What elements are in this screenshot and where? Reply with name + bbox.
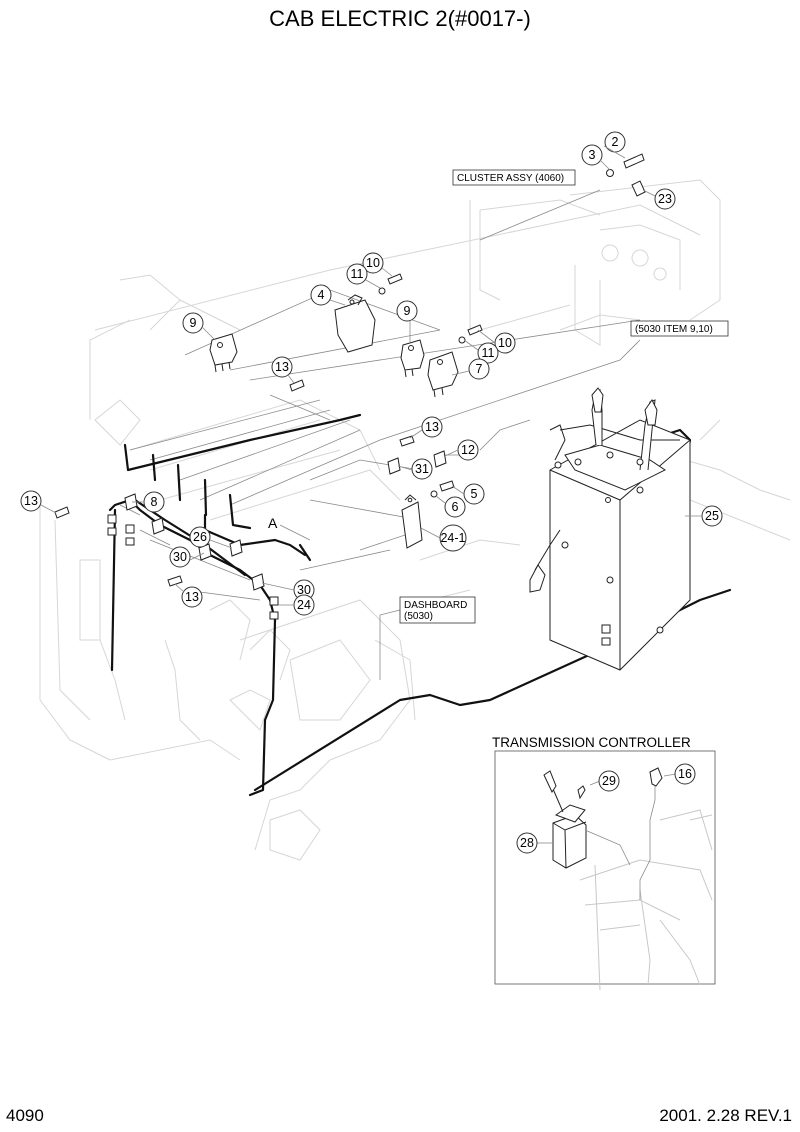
callout-5: 5: [463, 483, 485, 505]
callout-26: 26: [189, 526, 211, 548]
svg-text:13: 13: [275, 360, 289, 374]
callout-3: 3: [581, 144, 603, 166]
svg-text:11: 11: [482, 346, 495, 360]
relay-7: [427, 351, 459, 398]
svg-text:23: 23: [658, 192, 672, 206]
svg-text:26: 26: [193, 530, 207, 544]
callout-13: 13: [421, 416, 443, 438]
callout-9: 9: [182, 312, 204, 334]
svg-text:30: 30: [297, 583, 311, 597]
svg-text:13: 13: [185, 590, 199, 604]
callout-24-1: 24-1: [439, 524, 467, 552]
page-title: CAB ELECTRIC 2(#0017-): [269, 6, 531, 31]
svg-text:(5030 ITEM 9,10): (5030 ITEM 9,10): [635, 324, 713, 335]
cab-structure-outline: [39, 179, 791, 861]
callout-23: 23: [654, 188, 676, 210]
svg-text:4: 4: [318, 288, 325, 302]
page-number: 4090: [6, 1106, 44, 1125]
svg-text:25: 25: [705, 509, 719, 523]
callout-13: 13: [271, 356, 293, 378]
svg-text:8: 8: [151, 495, 158, 509]
view-letter-a: A: [268, 515, 278, 531]
callout-8: 8: [143, 491, 165, 513]
callout-leaders: [40, 145, 702, 606]
svg-text:7: 7: [476, 362, 483, 376]
svg-text:10: 10: [498, 336, 512, 350]
callout-28: 28: [516, 832, 538, 854]
svg-text:(5030): (5030): [404, 611, 433, 622]
flasher-4: [334, 294, 376, 353]
svg-text:16: 16: [678, 767, 692, 781]
callout-12: 12: [457, 439, 479, 461]
callout-10: 10: [362, 252, 384, 274]
svg-text:10: 10: [366, 256, 380, 270]
callout-7: 7: [468, 358, 490, 380]
callout-10: 10: [494, 332, 516, 354]
relay-9-right: [400, 339, 425, 378]
svg-text:CLUSTER ASSY (4060): CLUSTER ASSY (4060): [457, 173, 564, 184]
svg-text:24-1: 24-1: [440, 531, 465, 545]
item-5030-label: (5030 ITEM 9,10): [630, 320, 729, 337]
svg-text:11: 11: [351, 267, 364, 281]
callout-29: 29: [598, 770, 620, 792]
harness-clips: [107, 450, 447, 620]
svg-text:30: 30: [173, 550, 187, 564]
callout-13: 13: [181, 586, 203, 608]
svg-text:3: 3: [589, 148, 596, 162]
svg-text:9: 9: [190, 316, 197, 330]
svg-text:DASHBOARD: DASHBOARD: [404, 600, 467, 611]
callout-24: 24: [293, 594, 315, 616]
callout-25: 25: [701, 505, 723, 527]
revision-label: 2001. 2.28 REV.1: [659, 1106, 792, 1125]
svg-text:6: 6: [452, 500, 459, 514]
svg-text:13: 13: [425, 420, 439, 434]
transmission-lever-unit: [529, 387, 691, 671]
callout-11: 11: [346, 263, 368, 285]
inset-title: TRANSMISSION CONTROLLER: [492, 735, 691, 750]
svg-text:29: 29: [602, 774, 616, 788]
callout-13: 13: [20, 490, 42, 512]
svg-text:24: 24: [297, 598, 311, 612]
svg-text:2: 2: [612, 135, 619, 149]
svg-text:13: 13: [24, 494, 38, 508]
callout-16: 16: [674, 763, 696, 785]
callout-31: 31: [411, 458, 433, 480]
callout-6: 6: [444, 496, 466, 518]
callout-2: 2: [604, 131, 626, 153]
svg-text:12: 12: [461, 443, 475, 457]
callout-30: 30: [293, 579, 315, 601]
cluster-assy-label: CLUSTER ASSY (4060): [452, 169, 576, 186]
svg-text:5: 5: [471, 487, 478, 501]
relay-9-left: [209, 333, 238, 373]
dashboard-label: DASHBOARD (5030): [399, 596, 476, 624]
bolts-and-washers: [54, 153, 646, 587]
callout-9: 9: [396, 300, 418, 322]
svg-text:9: 9: [404, 304, 411, 318]
callout-4: 4: [310, 284, 332, 306]
leader-lines: [119, 189, 641, 680]
callout-11: 11: [477, 342, 499, 364]
callout-30: 30: [169, 546, 191, 568]
svg-text:28: 28: [520, 836, 534, 850]
diode-24-1: [401, 494, 423, 549]
svg-text:31: 31: [415, 462, 429, 476]
